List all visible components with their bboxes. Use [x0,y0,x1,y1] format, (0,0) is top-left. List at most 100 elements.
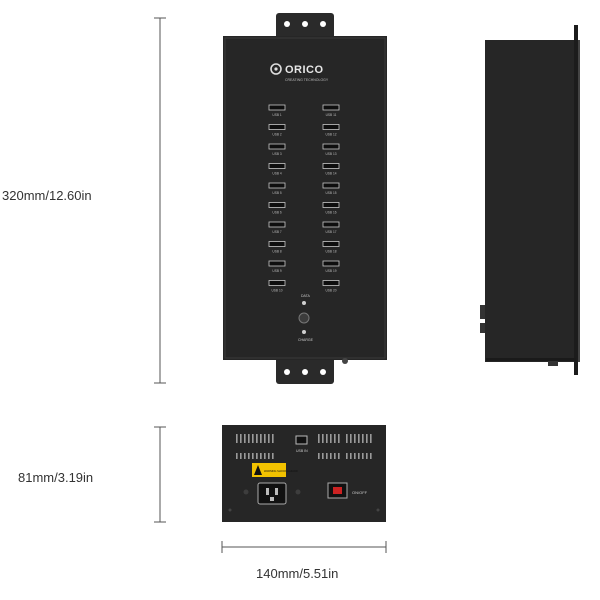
usb-port[interactable] [322,202,340,208]
vent-slot [358,434,360,443]
usb-port-label: USB 7 [272,230,281,234]
usb-port-label: USB 20 [326,289,337,293]
charge-indicator-led [302,330,306,334]
usb-port-label: USB 18 [326,250,337,254]
vent-slot [244,453,246,459]
usb-port[interactable] [268,143,286,150]
vent-slot [248,453,250,459]
switch-label: ON/OFF [352,490,368,495]
usb-port[interactable] [268,221,286,228]
usb-port-label: USB 17 [326,230,337,234]
vent-slot [268,434,270,443]
depth-dimension-label: 81mm/3.19in [18,470,94,485]
vent-slot [330,453,332,459]
vent-slot [366,434,368,443]
vent-slot [346,453,348,459]
usb-port[interactable] [268,124,286,130]
vent-slot [236,434,238,443]
vent-slot [268,453,270,459]
usb-port-label: USB 6 [272,211,281,215]
usb-port[interactable] [322,124,340,130]
vent-slot [256,453,258,459]
vent-slot [366,453,368,459]
warning-sticker-text: WARNING SHOCK HAZARD [264,469,298,473]
vent-slot [236,453,238,459]
vent-slot [370,434,372,443]
usb-port[interactable] [268,182,286,189]
usb-port[interactable] [322,143,340,150]
vent-slot [244,434,246,443]
usb-in-label: USB IN [296,449,308,453]
vent-slot [264,434,266,443]
vent-slots-top [236,434,372,443]
height-dimension-line [154,17,166,384]
usb-port[interactable] [322,260,340,267]
usb-port-label: USB 12 [326,133,337,137]
usb-port-label: USB 13 [326,152,337,156]
usb-port-label: USB 10 [272,289,283,293]
usb-port-label: USB 1 [272,113,281,117]
vent-slot [248,434,250,443]
data-indicator-label: DATA [301,294,310,298]
vent-slot [346,434,348,443]
usb-port-label: USB 4 [272,172,281,176]
vent-slot [330,434,332,443]
usb-port-label: USB 19 [326,269,337,273]
usb-port[interactable] [322,221,340,228]
usb-port[interactable] [268,260,286,267]
orico-logo [270,63,282,75]
usb-port[interactable] [322,241,340,247]
vent-slot [350,453,352,459]
vent-slot [354,434,356,443]
usb-port-label: USB 14 [326,172,337,176]
width-dimension-label: 140mm/5.51in [256,566,339,581]
vent-slot [362,434,364,443]
vent-slot [260,434,262,443]
vent-slot [334,453,336,459]
height-dimension-label: 320mm/12.60in [2,188,92,203]
usb-port[interactable] [268,280,286,286]
usb-port-label: USB 5 [272,191,281,195]
vent-slot [358,453,360,459]
vent-slot [260,453,262,459]
vent-slot [318,434,320,443]
usb-port-label: USB 3 [272,152,281,156]
vent-slot [256,434,258,443]
usb-port[interactable] [322,104,340,111]
vent-slot [252,453,254,459]
usb-port[interactable] [268,202,286,208]
vent-slot [240,434,242,443]
vent-slot [338,434,340,443]
warning-triangle-icon [254,465,262,475]
usb-port[interactable] [322,280,340,286]
brand-name: ORICO [285,64,324,76]
vent-slot [322,453,324,459]
vent-slot [370,453,372,459]
hub-body-front [223,36,387,360]
vent-slot [338,453,340,459]
power-button[interactable] [298,312,310,324]
usb-port-label: USB 9 [272,269,281,273]
side-view [480,25,580,375]
vent-slot [264,453,266,459]
usb-port-label: USB 11 [326,113,337,117]
usb-port[interactable] [322,182,340,189]
vent-slot [272,453,274,459]
vent-slot [252,434,254,443]
hub-body-side [485,40,577,362]
vent-slot [354,453,356,459]
usb-port[interactable] [322,163,340,169]
usb-port[interactable] [268,163,286,169]
usb-in-port[interactable] [295,435,308,445]
vent-slot [272,434,274,443]
usb-port-label: USB 8 [272,250,281,254]
usb-port-label: USB 15 [326,191,337,195]
usb-port[interactable] [268,104,286,111]
rear-view: USB IN WARNING SHOCK HAZARD ON/OFF [222,425,386,522]
width-dimension-line [221,541,387,553]
ac-power-inlet[interactable] [257,482,287,505]
vent-slot [322,434,324,443]
usb-port[interactable] [268,241,286,247]
usb-port-label: USB 2 [272,133,281,137]
